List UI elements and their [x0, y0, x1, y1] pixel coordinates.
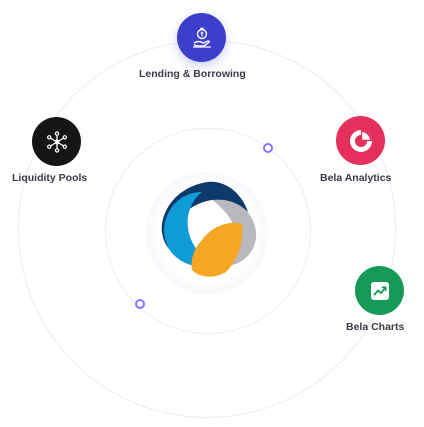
hand-coin-icon	[192, 27, 212, 49]
orbit-dot	[135, 299, 145, 309]
lending-borrowing-node[interactable]	[177, 13, 226, 62]
bela-charts-label: Bela Charts	[346, 321, 405, 333]
bela-analytics-label: Bela Analytics	[320, 172, 392, 184]
logo-grey-shape	[204, 194, 257, 266]
bela-analytics-node[interactable]	[336, 116, 385, 165]
pie-chart-icon	[348, 128, 374, 154]
network-hub-icon	[46, 130, 68, 153]
liquidity-pools-label: Liquidity Pools	[12, 172, 88, 184]
lending-borrowing-label: Lending & Borrowing	[139, 68, 246, 80]
logo-blue-shape	[164, 192, 222, 268]
line-chart-icon	[370, 281, 390, 301]
liquidity-pools-node[interactable]	[32, 117, 81, 166]
bela-logo	[161, 181, 257, 277]
logo-orange-shape	[191, 222, 243, 277]
inner-orbit-ring	[105, 128, 311, 334]
orbit-dot	[263, 143, 273, 153]
bela-charts-node[interactable]	[355, 266, 404, 315]
